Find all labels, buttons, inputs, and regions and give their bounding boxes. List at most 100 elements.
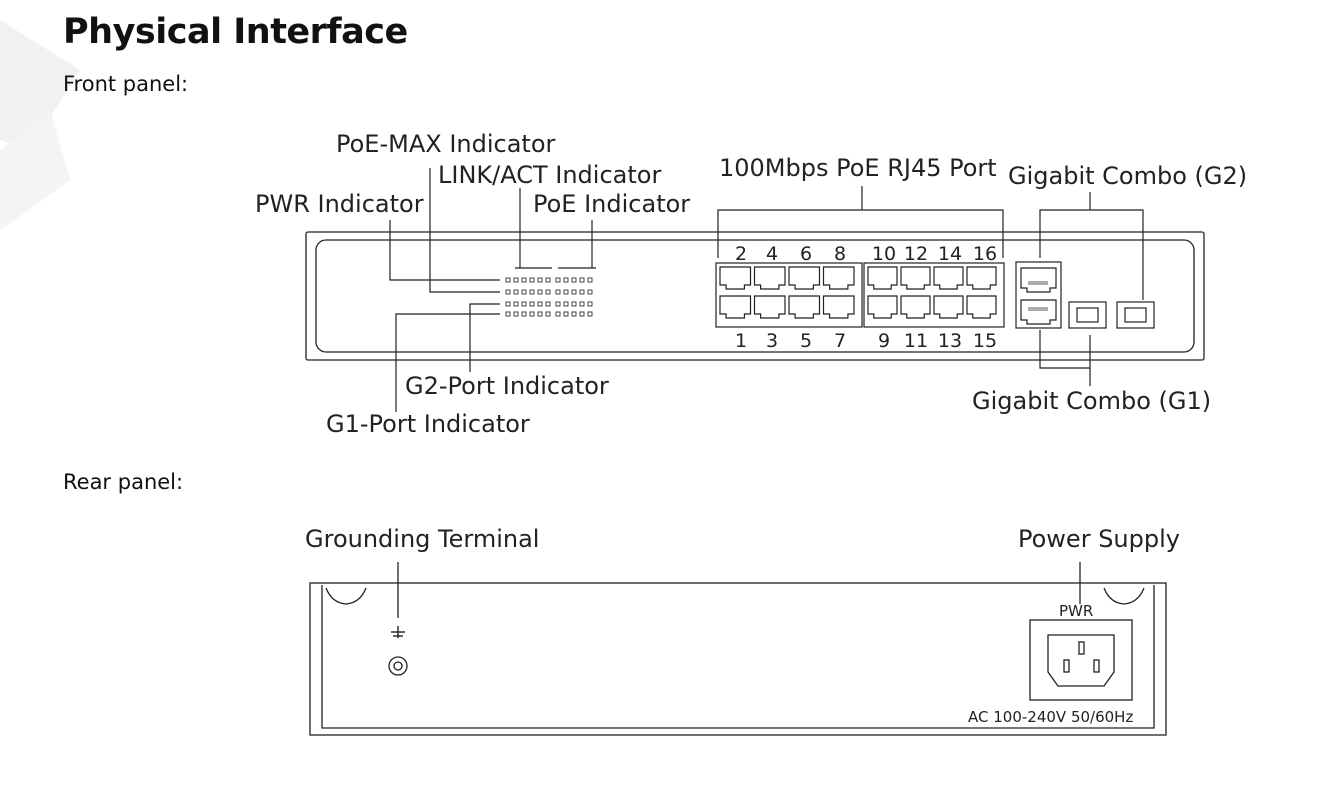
led-dot <box>563 277 569 283</box>
led-dot <box>571 277 577 283</box>
inlet-pin-left <box>1063 659 1070 673</box>
sfp-g1-inner <box>1076 307 1099 323</box>
port-number-bottom: 13 <box>938 330 962 352</box>
ac-rating-label: AC 100-240V 50/60Hz <box>968 708 1133 726</box>
led-dot <box>513 301 519 307</box>
led-dot <box>563 301 569 307</box>
port-number-top: 10 <box>872 243 896 265</box>
rear-notch-left <box>325 587 367 605</box>
rear-panel-caption: Rear panel: <box>63 470 184 494</box>
port-number-top: 14 <box>938 243 962 265</box>
led-matrix <box>505 277 593 317</box>
led-dot <box>587 277 593 283</box>
port-number-bottom: 7 <box>834 330 846 352</box>
led-dot <box>521 289 527 295</box>
pwr-indicator-label: PWR Indicator <box>255 190 424 218</box>
rj45-port <box>900 295 931 319</box>
rj45-port-block <box>715 262 1005 328</box>
led-dot <box>555 301 561 307</box>
led-dot <box>537 311 543 317</box>
port-number-bottom: 3 <box>766 330 778 352</box>
poe-max-indicator-label: PoE-MAX Indicator <box>336 130 556 158</box>
rj45-port <box>753 295 786 319</box>
led-dot <box>587 311 593 317</box>
combo-rj45-top <box>1020 267 1057 293</box>
rj45-port <box>966 266 997 290</box>
led-dot <box>521 277 527 283</box>
port-number-bottom: 15 <box>973 330 997 352</box>
rj45-port <box>753 266 786 290</box>
rj45-port <box>867 295 898 319</box>
combo-g2-label: Gigabit Combo (G2) <box>1008 162 1247 190</box>
inlet-pin-right <box>1093 659 1100 673</box>
leader-lines <box>389 168 1144 412</box>
power-inlet-frame <box>1029 619 1133 701</box>
led-dot <box>571 301 577 307</box>
rear-chassis-inner <box>321 585 1155 729</box>
port-number-top: 2 <box>735 243 747 265</box>
g2-port-indicator-label: G2-Port Indicator <box>405 372 609 400</box>
poe-indicator-label: PoE Indicator <box>533 190 690 218</box>
combo-g1-label: Gigabit Combo (G1) <box>972 387 1211 415</box>
led-dot <box>579 311 585 317</box>
watermark-logo <box>0 20 80 230</box>
led-dot <box>505 289 511 295</box>
rj45-port-label: 100Mbps PoE RJ45 Port <box>719 154 997 182</box>
rj45-port <box>933 295 964 319</box>
rj45-port <box>822 266 855 290</box>
led-dot <box>579 277 585 283</box>
led-dot <box>555 289 561 295</box>
rj45-port <box>933 266 964 290</box>
link-act-indicator-label: LINK/ACT Indicator <box>438 161 661 189</box>
inlet-pin-ground <box>1078 641 1085 655</box>
front-chassis-inner <box>315 239 1195 353</box>
sfp-g2-inner <box>1124 307 1147 323</box>
led-dot <box>505 301 511 307</box>
led-dot <box>555 311 561 317</box>
port-number-bottom: 5 <box>800 330 812 352</box>
sfp-g2-outer <box>1116 301 1155 329</box>
led-dot <box>505 277 511 283</box>
led-dot <box>537 289 543 295</box>
power-inlet-socket <box>1047 634 1115 687</box>
led-dot <box>545 289 551 295</box>
led-dot <box>513 289 519 295</box>
led-dot <box>537 277 543 283</box>
page-title: Physical Interface <box>63 12 408 52</box>
port-group-2 <box>863 262 1005 328</box>
port-number-bottom: 9 <box>878 330 890 352</box>
led-dot <box>579 301 585 307</box>
combo-rj45-bottom <box>1020 299 1057 325</box>
led-dot <box>529 289 535 295</box>
led-dot <box>513 311 519 317</box>
port-number-top: 12 <box>904 243 928 265</box>
led-dot <box>545 301 551 307</box>
rear-notch-right <box>1103 587 1145 605</box>
combo-ports <box>1015 261 1155 329</box>
led-dot <box>513 277 519 283</box>
port-number-bottom: 11 <box>904 330 928 352</box>
led-dot <box>563 289 569 295</box>
led-dot <box>555 277 561 283</box>
rear-chassis-outer <box>309 582 1167 736</box>
led-dot <box>587 301 593 307</box>
grounding-screw-outer <box>388 656 408 676</box>
rj45-port <box>822 295 855 319</box>
rj45-port <box>719 266 752 290</box>
sfp-g1-outer <box>1068 301 1107 329</box>
port-number-bottom: 1 <box>735 330 747 352</box>
led-dot <box>521 311 527 317</box>
led-dot <box>545 277 551 283</box>
combo-rj45-housing <box>1015 261 1062 329</box>
led-dot <box>587 289 593 295</box>
rj45-port <box>966 295 997 319</box>
led-dot <box>505 311 511 317</box>
rj45-port <box>788 295 821 319</box>
front-panel-caption: Front panel: <box>63 72 189 96</box>
grounding-terminal-label: Grounding Terminal <box>305 525 539 553</box>
power-supply-label: Power Supply <box>1018 525 1180 553</box>
